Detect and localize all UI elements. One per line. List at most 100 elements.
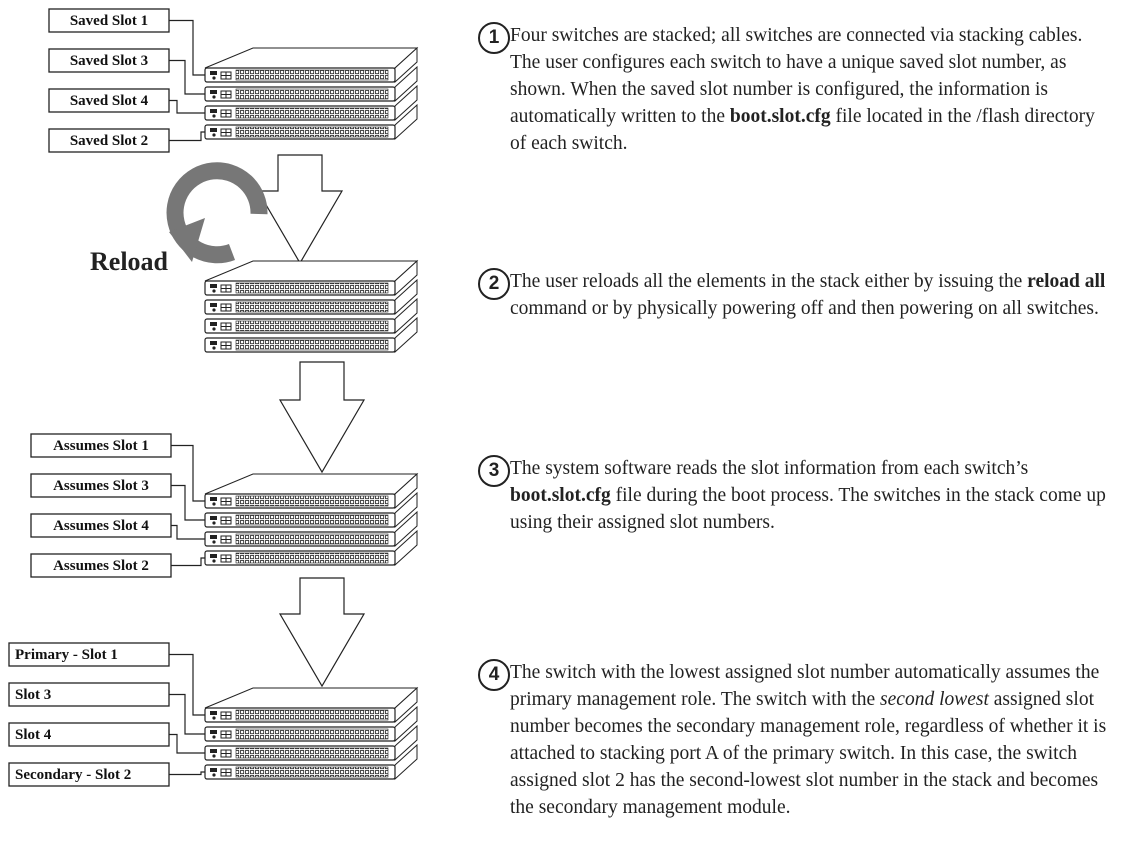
- stage-3-assumed-slots: Assumes Slot 1 Assumes Slot 3 Assumes Slot…: [30, 433, 419, 578]
- stack-top-surface: [204, 687, 419, 709]
- step-number-badge: 3: [478, 455, 510, 487]
- reload-label: Reload: [90, 247, 169, 276]
- switch-ports: [235, 514, 389, 526]
- switch-ports: [235, 320, 389, 332]
- slot-label: Saved Slot 1: [48, 8, 205, 76]
- step-number-badge: 1: [478, 22, 510, 54]
- switch-ports: [235, 709, 389, 721]
- slot-label-text: Assumes Slot 1: [53, 438, 149, 454]
- slot-label-text: Slot 3: [15, 687, 51, 703]
- step-number-badge: 2: [478, 268, 510, 300]
- step-description: The system software reads the slot infor…: [510, 455, 1110, 536]
- connector-line: [169, 693, 205, 735]
- slot-label: Assumes Slot 2: [30, 553, 205, 578]
- slot-label-text: Assumes Slot 3: [53, 478, 149, 494]
- step-text-part: The switch with the lowest assigned slot…: [510, 662, 1100, 710]
- switch-ports: [235, 69, 389, 81]
- switch-ports: [235, 747, 389, 759]
- step-text-part: command or by physically powering off an…: [510, 298, 1099, 319]
- switch-unit: [204, 65, 418, 103]
- step-text-part: assigned slot number becomes the seconda…: [510, 689, 1107, 818]
- connector-line: [169, 19, 205, 76]
- slot-label: Assumes Slot 1: [30, 433, 205, 502]
- switch-ports: [235, 766, 389, 778]
- switch-ports: [235, 552, 389, 564]
- connector-line: [171, 484, 205, 521]
- filename-emphasis: boot.slot.cfg: [510, 485, 611, 506]
- filename-emphasis: boot.slot.cfg: [729, 106, 831, 127]
- slot-label: Saved Slot 4: [48, 88, 205, 114]
- connector-line: [169, 733, 205, 754]
- connector-line: [171, 444, 205, 502]
- connector-line: [169, 131, 205, 142]
- step-number-badge: 4: [478, 659, 510, 691]
- switch-unit: [204, 259, 418, 297]
- down-arrow-2: [278, 361, 366, 474]
- step-description: Four switches are stacked; all switches …: [510, 22, 1110, 157]
- italic-emphasis: second lowest: [880, 689, 989, 710]
- switch-unit: [204, 686, 418, 724]
- slot-label-text: Primary - Slot 1: [15, 647, 118, 663]
- command-emphasis: reload all: [1027, 271, 1106, 292]
- switch-ports: [235, 88, 389, 100]
- switch-ports: [235, 282, 389, 294]
- slot-label: Primary - Slot 1: [8, 642, 205, 716]
- slot-label-text: Assumes Slot 4: [53, 518, 149, 534]
- slot-label: Assumes Slot 3: [30, 473, 205, 521]
- step-text-part: The system software reads the slot infor…: [510, 458, 1029, 479]
- switch-stack: [204, 472, 419, 567]
- switch-stack: [204, 46, 419, 141]
- switch-ports: [235, 301, 389, 313]
- step-description: The user reloads all the elements in the…: [510, 268, 1110, 322]
- switch-unit: [204, 705, 418, 743]
- connector-line: [171, 524, 205, 540]
- switch-unit: [204, 724, 418, 762]
- slot-label: Assumes Slot 4: [30, 513, 205, 540]
- switch-ports: [235, 126, 389, 138]
- connector-line: [169, 59, 205, 95]
- switch-ports: [235, 533, 389, 545]
- slot-label: Saved Slot 2: [48, 128, 205, 153]
- switch-unit: [204, 46, 418, 84]
- switch-ports: [235, 495, 389, 507]
- slot-label-text: Saved Slot 4: [70, 93, 149, 109]
- slot-label: Secondary - Slot 2: [8, 762, 205, 787]
- slot-label-text: Saved Slot 1: [70, 13, 148, 29]
- switch-unit: [204, 529, 418, 567]
- switch-unit: [204, 316, 418, 354]
- switch-unit: [204, 103, 418, 141]
- connector-line: [171, 557, 205, 567]
- switch-unit: [204, 297, 418, 335]
- slot-label-text: Saved Slot 2: [70, 133, 148, 149]
- switch-unit: [204, 510, 418, 548]
- slot-label: Saved Slot 3: [48, 48, 205, 95]
- connector-line: [169, 653, 205, 716]
- reload-icon: [166, 162, 268, 264]
- step-text-part: file during the boot process. The switch…: [510, 485, 1106, 533]
- stage-2-reload: [204, 259, 419, 354]
- switch-unit: [204, 84, 418, 122]
- step-text-part: file located in the /flash directory of …: [510, 106, 1095, 154]
- step-description: The switch with the lowest assigned slot…: [510, 659, 1110, 821]
- connector-line: [169, 771, 205, 776]
- down-arrow-1: [256, 154, 344, 265]
- slot-label-text: Secondary - Slot 2: [15, 767, 131, 783]
- stack-top-surface: [204, 47, 419, 69]
- switch-unit: [204, 743, 418, 781]
- switch-ports: [235, 107, 389, 119]
- stack-top-surface: [204, 260, 419, 282]
- step-text-part: Four switches are stacked; all switches …: [510, 25, 1083, 127]
- slot-label-text: Slot 4: [15, 727, 52, 743]
- switch-unit: [204, 278, 418, 316]
- switch-stack: [204, 259, 419, 354]
- stage-4-roles: Primary - Slot 1 Slot 3 Slot 4 Secondary - …: [8, 642, 419, 787]
- switch-stack: [204, 686, 419, 781]
- switch-ports: [235, 728, 389, 740]
- step-text-part: The user reloads all the elements in the…: [510, 271, 1028, 292]
- switch-ports: [235, 339, 389, 351]
- slot-label-text: Assumes Slot 2: [53, 558, 149, 574]
- stack-top-surface: [204, 473, 419, 495]
- down-arrow-3: [278, 577, 366, 688]
